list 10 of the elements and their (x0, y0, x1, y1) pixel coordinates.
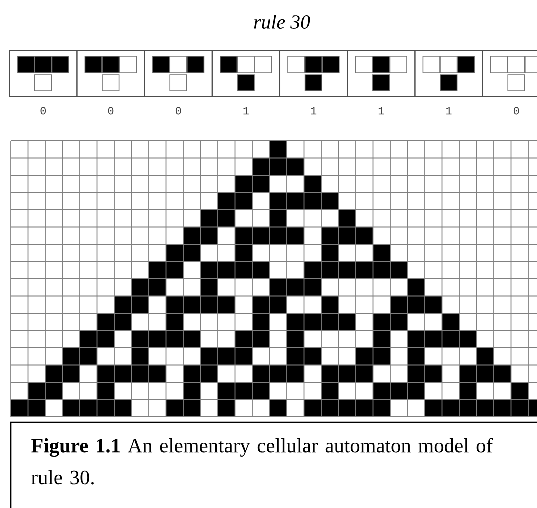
rule-bit: 0 (176, 107, 182, 115)
rule-bit: 0 (514, 107, 520, 115)
figure-title: rule 30 (254, 14, 310, 30)
rule-bit: 1 (378, 107, 384, 115)
rule-bit: 1 (244, 107, 249, 115)
rule-bit: 1 (446, 107, 452, 115)
rule-bit: 0 (108, 107, 114, 115)
rule-bit: 1 (311, 107, 317, 115)
figure-caption: Figure 1.1 An elementary cellular automaton model of rule 30. (10, 422, 537, 508)
rule-bit: 0 (40, 107, 46, 115)
